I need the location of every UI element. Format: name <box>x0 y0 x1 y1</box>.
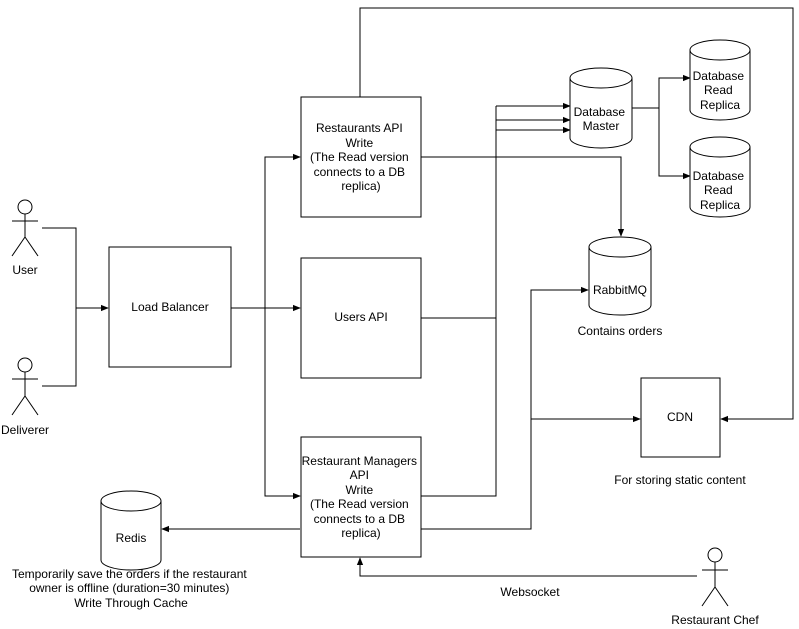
database-replica-1-line-3: Replica <box>700 98 740 112</box>
rabbitmq-cylinder-icon <box>588 236 652 316</box>
actor-chef-label: Restaurant Chef <box>671 613 759 627</box>
node-users-api: Users API <box>300 257 422 379</box>
edge-apis-to-db-master-bus <box>421 106 497 319</box>
database-replica-2-line-2: Read <box>704 183 733 197</box>
user-figure-icon <box>11 199 39 257</box>
edge-lb-to-managers-api <box>264 308 301 500</box>
redis-note-line-1: Temporarily save the orders if the resta… <box>12 567 247 581</box>
redis-note-line-2: owner is offline (duration=30 minutes) <box>29 581 229 595</box>
database-replica-2-line-1: Database <box>693 169 745 183</box>
edge-managers-to-rabbitmq <box>421 286 589 530</box>
redis-note: Temporarily save the orders if the resta… <box>12 567 250 610</box>
node-restaurant-managers-api: Restaurant Managers API Write (The Read … <box>300 436 422 558</box>
deliverer-figure-icon <box>11 357 39 416</box>
node-load-balancer: Load Balancer <box>108 246 232 368</box>
load-balancer-label: Load Balancer <box>131 300 208 314</box>
database-master-cylinder-icon <box>569 67 633 149</box>
node-restaurants-api: Restaurants API Write (The Read version … <box>300 96 422 218</box>
database-replica-1-label: Database Read Replica <box>693 69 748 112</box>
database-replica-1-cylinder-icon <box>689 39 751 121</box>
managers-api-line-2: API <box>350 468 369 482</box>
redis-label: Redis <box>116 531 147 545</box>
actor-deliverer: Deliverer <box>1 357 49 437</box>
managers-api-line-1: Restaurant Managers <box>302 454 417 468</box>
node-cdn: CDN <box>640 377 721 458</box>
chef-figure-icon <box>701 547 729 607</box>
rabbitmq-label: RabbitMQ <box>593 283 647 297</box>
actor-user-label: User <box>12 263 37 277</box>
cdn-label: CDN <box>667 410 693 424</box>
actor-user: User <box>11 199 39 277</box>
managers-api-label: Restaurant Managers API Write (The Read … <box>302 454 421 540</box>
database-replica-2-line-3: Replica <box>700 198 740 212</box>
edges <box>42 7 794 577</box>
restaurants-api-label: Restaurants API Write (The Read version … <box>310 121 412 193</box>
edge-managers-to-bus <box>421 318 497 497</box>
edge-restaurants-to-rabbitmq <box>421 156 625 237</box>
restaurants-api-line-4: connects to a DB <box>314 165 405 179</box>
actor-deliverer-label: Deliverer <box>1 423 49 437</box>
edge-db-master-to-replicas <box>632 74 691 109</box>
node-database-read-replica-2: Database Read Replica <box>689 136 751 218</box>
managers-api-line-3: Write <box>345 483 373 497</box>
restaurants-api-line-5: replica) <box>341 179 380 193</box>
cdn-note: For storing static content <box>614 473 746 487</box>
node-rabbitmq: RabbitMQ <box>588 236 652 316</box>
database-replica-2-label: Database Read Replica <box>693 169 748 212</box>
database-master-line-2: Master <box>583 119 620 133</box>
managers-api-line-6: replica) <box>341 526 380 540</box>
database-replica-1-line-2: Read <box>704 83 733 97</box>
edge-restaurants-to-cdn <box>359 7 794 423</box>
edge-chef-to-managers-websocket <box>356 557 697 577</box>
database-replica-2-cylinder-icon <box>689 136 751 218</box>
managers-api-line-4: (The Read version <box>310 497 409 511</box>
restaurants-api-line-3: (The Read version <box>310 150 409 164</box>
redis-note-line-3: Write Through Cache <box>74 596 188 610</box>
edge-user-to-lb <box>42 227 109 312</box>
node-redis: Redis <box>100 490 162 571</box>
actor-restaurant-chef: Restaurant Chef <box>671 547 759 627</box>
rabbitmq-note: Contains orders <box>578 324 663 338</box>
edge-db-master-to-replica-2 <box>658 108 691 180</box>
restaurants-api-line-2: Write <box>345 136 373 150</box>
node-database-master: Database Master <box>569 67 633 149</box>
users-api-label: Users API <box>334 310 387 324</box>
database-master-label: Database Master <box>574 105 629 133</box>
restaurants-api-line-1: Restaurants API <box>316 121 403 135</box>
node-database-read-replica-1: Database Read Replica <box>689 39 751 121</box>
database-master-line-1: Database <box>574 105 626 119</box>
websocket-label: Websocket <box>500 585 560 599</box>
edge-lb-to-restaurants-api <box>264 153 301 308</box>
managers-api-line-5: connects to a DB <box>314 512 405 526</box>
edge-deliverer-to-lb <box>42 308 77 387</box>
database-replica-1-line-1: Database <box>693 69 745 83</box>
redis-cylinder-icon <box>100 490 162 571</box>
